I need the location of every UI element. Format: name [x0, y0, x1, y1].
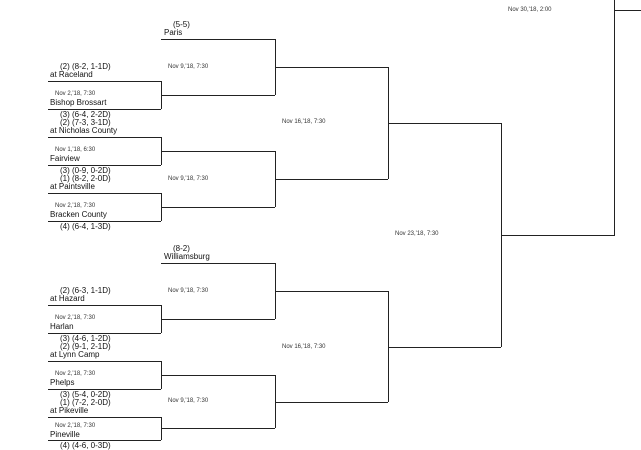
team-record: (3) (4-6, 1-2D)	[60, 334, 111, 343]
bracket-line	[275, 67, 388, 68]
bracket-line	[501, 235, 615, 236]
game-date: Nov 23,'18, 7:30	[395, 231, 439, 237]
team-record: (3) (6-4, 2-2D)	[60, 110, 111, 119]
team-name: at Nicholas County	[50, 126, 118, 135]
game-date: Nov 1,'18, 6:30	[55, 147, 96, 153]
game-date: Nov 2,'18, 7:30	[55, 315, 96, 321]
team-record: (2) (8-2, 1-1D)	[60, 62, 111, 71]
team-name: Paris	[164, 28, 183, 37]
bracket-line	[614, 0, 615, 235]
bracket-line	[161, 39, 275, 40]
team-record: (5-5)	[173, 20, 190, 29]
game-date: Nov 2,'18, 7:30	[55, 91, 96, 97]
team-name: at Paintsville	[50, 182, 95, 191]
team-record: (2) (7-3, 3-1D)	[60, 118, 111, 127]
team-name: at Hazard	[50, 294, 85, 303]
team-record: (8-2)	[173, 244, 190, 253]
team-record: (2) (9-1, 2-1D)	[60, 342, 111, 351]
bracket-line	[48, 305, 161, 306]
bracket-line	[614, 10, 641, 11]
bracket-line	[388, 291, 389, 402]
bracket-line	[388, 347, 501, 348]
bracket-line	[48, 165, 161, 166]
bracket-line	[48, 333, 161, 334]
bracket-line	[388, 123, 501, 124]
bracket-line	[48, 221, 161, 222]
team-record: (2) (6-3, 1-1D)	[60, 286, 111, 295]
team-name: Bracken County	[50, 210, 107, 219]
bracket-line	[48, 389, 161, 390]
bracket-line	[275, 291, 388, 292]
team-record: (4) (4-6, 0-3D)	[60, 441, 111, 450]
game-date: Nov 2,'18, 7:30	[55, 423, 96, 429]
bracket-line	[161, 263, 275, 264]
game-date: Nov 9,'18, 7:30	[168, 398, 209, 404]
bracket-line	[48, 109, 161, 110]
team-record: (3) (0-9, 0-2D)	[60, 166, 111, 175]
team-name: Fairview	[50, 154, 80, 163]
team-name: Harlan	[50, 322, 74, 331]
team-record: (3) (5-4, 0-2D)	[60, 390, 111, 399]
team-name: at Pikeville	[50, 406, 89, 415]
bracket-line	[161, 151, 275, 152]
team-name: at Lynn Camp	[50, 350, 100, 359]
bracket-line	[48, 81, 161, 82]
bracket-line	[161, 95, 275, 96]
team-name: Pineville	[50, 430, 80, 439]
bracket-line	[161, 375, 275, 376]
game-date: Nov 9,'18, 7:30	[168, 176, 209, 182]
bracket-line	[48, 137, 161, 138]
bracket-line	[275, 375, 276, 428]
game-date: Nov 2,'18, 7:30	[55, 371, 96, 377]
bracket-line	[275, 179, 388, 180]
bracket-line	[161, 207, 275, 208]
team-record: (1) (8-2, 2-0D)	[60, 174, 111, 183]
team-name: at Raceland	[50, 70, 93, 79]
game-date: Nov 30,'18, 2:00	[508, 7, 552, 13]
game-date: Nov 16,'18, 7:30	[282, 344, 326, 350]
game-date: Nov 16,'18, 7:30	[282, 119, 326, 125]
game-date: Nov 9,'18, 7:30	[168, 64, 209, 70]
bracket-line	[48, 417, 161, 418]
bracket-line	[48, 361, 161, 362]
bracket-line	[161, 428, 275, 429]
team-record: (4) (6-4, 1-3D)	[60, 222, 111, 231]
bracket-line	[48, 193, 161, 194]
game-date: Nov 9,'18, 7:30	[168, 288, 209, 294]
team-record: (1) (7-2, 2-0D)	[60, 398, 111, 407]
team-name: Williamsburg	[164, 252, 210, 261]
bracket-line	[48, 440, 161, 441]
bracket-line	[161, 319, 275, 320]
game-date: Nov 2,'18, 7:30	[55, 203, 96, 209]
bracket-line	[275, 402, 388, 403]
team-name: Phelps	[50, 378, 75, 387]
team-name: Bishop Brossart	[50, 98, 107, 107]
